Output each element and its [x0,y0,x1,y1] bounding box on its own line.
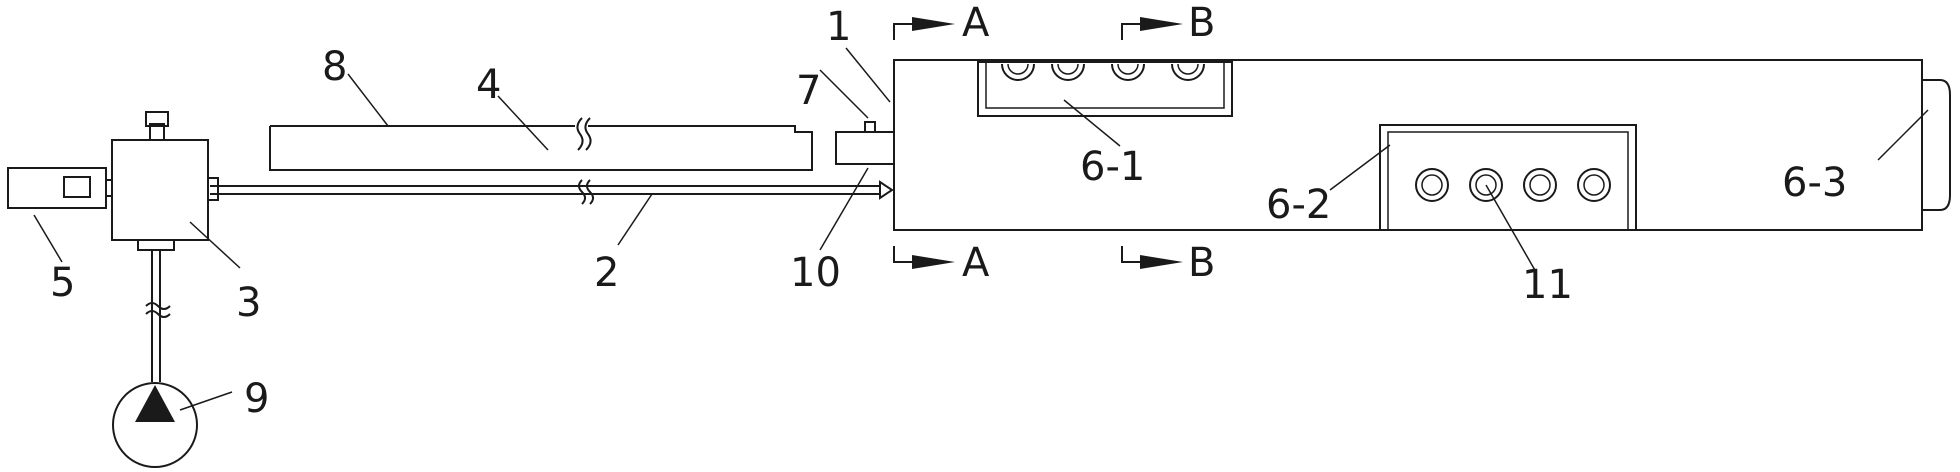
label-2: 2 [594,250,619,296]
small-nipple [865,122,875,132]
long-bar [270,118,812,170]
label-10: 10 [790,250,841,296]
section-mark-b-top [1122,17,1183,40]
main-body [894,60,1922,230]
label-9: 9 [244,376,269,422]
section-letter-b-top: B [1188,0,1215,46]
sensor-box [8,168,112,208]
section-mark-a-top [894,17,955,40]
label-8: 8 [322,44,347,90]
label-6-1: 6-1 [1080,144,1145,190]
label-7: 7 [796,68,821,114]
label-3: 3 [236,280,261,326]
label-11: 11 [1522,262,1573,308]
section-letter-a-bottom: A [962,240,990,286]
connector-block [836,132,894,164]
section-mark-b-bottom [1122,246,1183,269]
section-letter-b-bottom: B [1188,240,1215,286]
section-letter-a-top: A [962,0,990,46]
label-4: 4 [476,62,501,108]
label-5: 5 [50,260,75,306]
valve-body [112,112,218,250]
label-6-2: 6-2 [1266,182,1331,228]
upper-ports [1002,64,1204,80]
section-mark-a-bottom [894,246,955,269]
vertical-pipe [146,250,170,382]
lower-ports [1416,169,1610,201]
pump [113,383,197,467]
pipe [210,180,892,204]
label-6-3: 6-3 [1782,160,1847,206]
end-cap [1922,80,1950,210]
label-1: 1 [826,4,851,50]
upper-port-box [978,62,1232,116]
